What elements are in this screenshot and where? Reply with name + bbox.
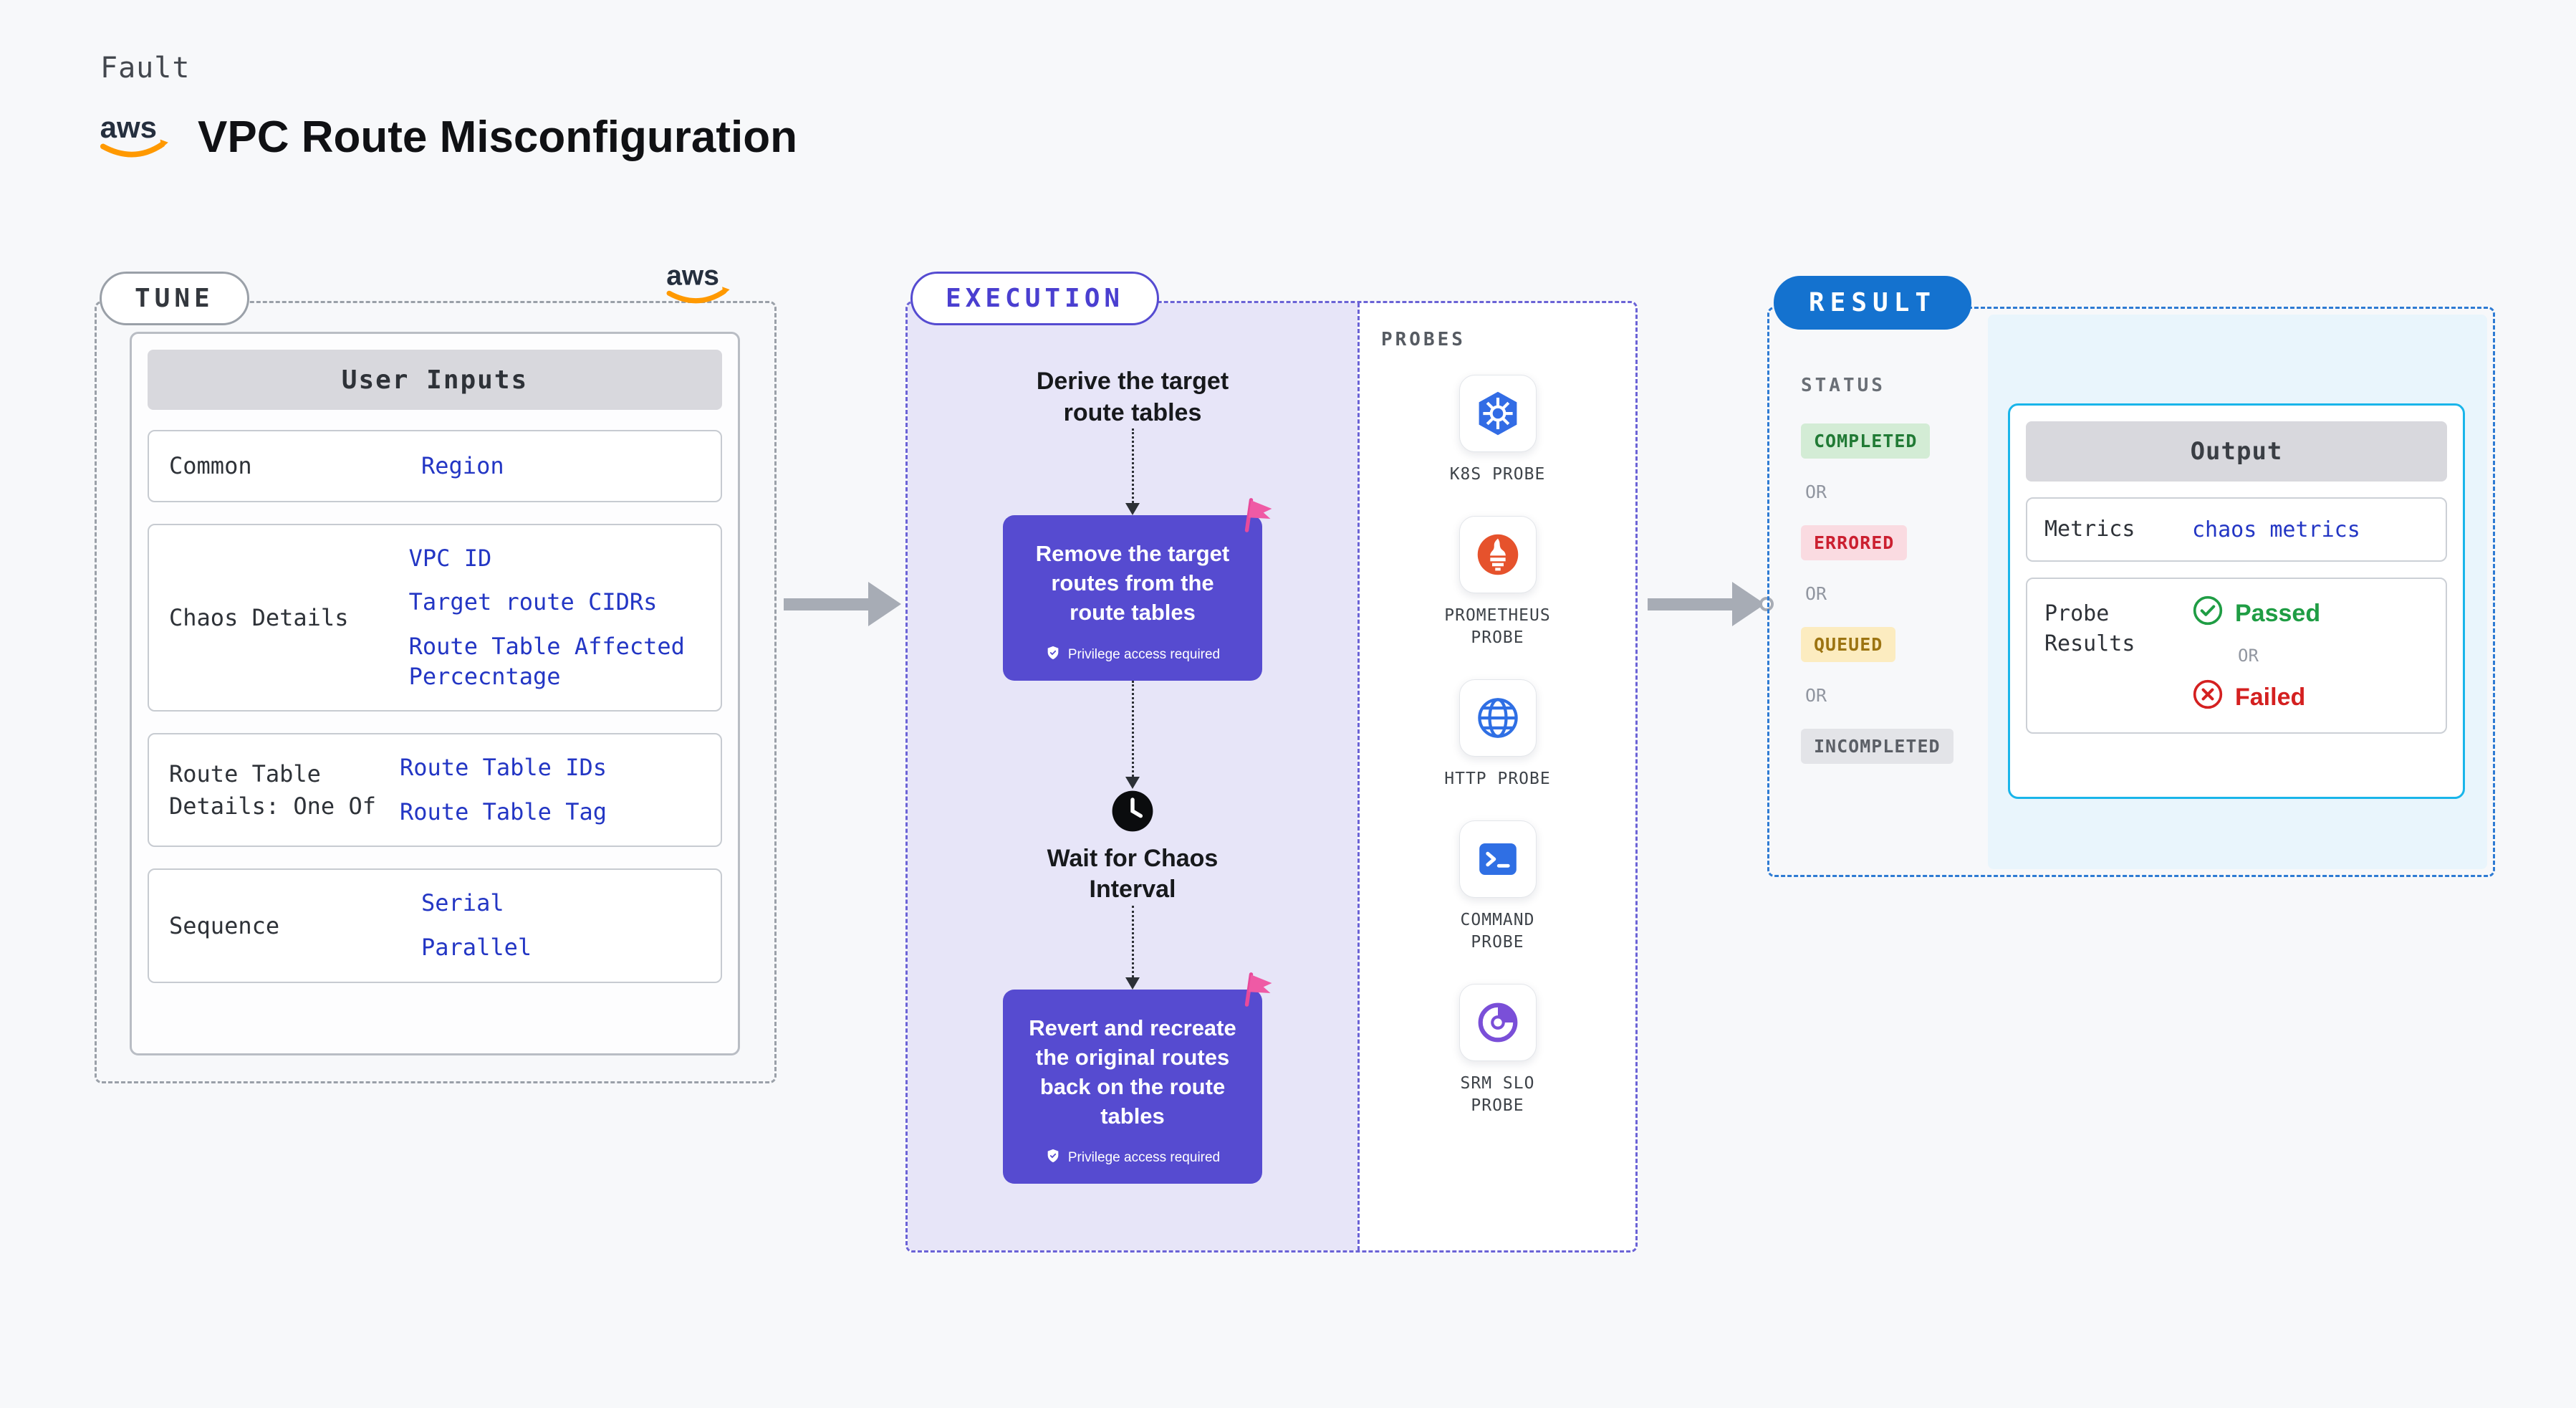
- x-circle-icon: [2192, 679, 2224, 717]
- action-text: Remove the target routes from the route …: [1035, 541, 1230, 625]
- status-badge: ERRORED: [1801, 525, 1908, 560]
- action-text: Revert and recreate the original routes …: [1029, 1015, 1236, 1129]
- row-label: Common: [169, 452, 252, 479]
- srm-slo-gauge-icon: [1458, 984, 1537, 1062]
- status-column: STATUS COMPLETED OR ERRORED OR QUEUED OR…: [1801, 375, 1953, 764]
- row-value: VPC ID: [408, 544, 492, 572]
- wait-clock-icon: [1110, 789, 1155, 833]
- derive-step-text: Derive the target route tables: [1036, 368, 1229, 426]
- shield-icon: [1045, 645, 1061, 665]
- table-row: Sequence Serial Parallel: [148, 868, 722, 983]
- execution-pill: EXECUTION: [910, 272, 1160, 325]
- row-value: Region: [421, 451, 504, 479]
- check-circle-icon: [2192, 595, 2224, 633]
- output-panel: Output Metrics chaos metrics Probe Resul…: [1988, 315, 2487, 869]
- table-row: Common Region: [148, 430, 722, 502]
- tune-section: TUNE aws User Inputs Common Region Chaos…: [95, 261, 777, 1083]
- flow-connector-icon: [1125, 680, 1140, 789]
- or-text: OR: [2238, 646, 2259, 666]
- aws-logo-icon: aws: [96, 109, 176, 165]
- probe-name: PROMETHEUS PROBE: [1444, 606, 1551, 648]
- remove-routes-action-card: Remove the target routes from the route …: [1003, 498, 1272, 681]
- row-label: Route Table Details: One Of: [169, 760, 376, 820]
- svg-text:aws: aws: [666, 261, 719, 292]
- probe-name: K8S PROBE: [1449, 465, 1546, 484]
- row-value: Route Table IDs: [400, 754, 607, 782]
- page-title: VPC Route Misconfiguration: [198, 112, 797, 162]
- aws-logo-icon: aws: [663, 259, 737, 310]
- probes-label: PROBES: [1381, 329, 1466, 350]
- probe-results-row: Probe Results Passed OR: [2026, 578, 2447, 734]
- probe-name: HTTP PROBE: [1444, 770, 1551, 789]
- http-globe-icon: [1458, 679, 1537, 757]
- or-text: OR: [1805, 583, 1827, 604]
- table-row: Route Table Details: One Of Route Table …: [148, 733, 722, 848]
- probe-name: COMMAND PROBE: [1460, 911, 1535, 952]
- fault-kicker: Fault: [100, 52, 191, 85]
- status-badge: QUEUED: [1801, 627, 1896, 662]
- result-pill: RESULT: [1774, 276, 1972, 330]
- metrics-label: Metrics: [2044, 517, 2135, 542]
- user-inputs-table: User Inputs Common Region Chaos Details …: [130, 332, 740, 1055]
- passed-line: Passed: [2192, 595, 2320, 633]
- table-row: Chaos Details VPC ID Target route CIDRs …: [148, 523, 722, 712]
- row-value: Serial: [421, 889, 504, 917]
- shield-icon: [1045, 1148, 1061, 1168]
- probes-panel: PROBES K8S PROBE: [1357, 303, 1635, 1250]
- arrow-execution-to-result-icon: [1648, 582, 1765, 626]
- execution-flow: Derive the target route tables Remove th…: [908, 303, 1357, 1250]
- row-label: Chaos Details: [169, 603, 349, 631]
- row-value: Target route CIDRs: [408, 588, 658, 616]
- probe-name: SRM SLO PROBE: [1460, 1074, 1535, 1116]
- passed-text: Passed: [2235, 600, 2321, 627]
- or-text: OR: [1805, 685, 1827, 706]
- probe-results-label: Probe Results: [2044, 601, 2135, 656]
- probe-item: K8S PROBE: [1435, 375, 1561, 486]
- wait-step-text: Wait for Chaos Interval: [1047, 844, 1219, 904]
- metrics-value: chaos metrics: [2192, 517, 2360, 542]
- status-badge: COMPLETED: [1801, 423, 1931, 459]
- or-text: OR: [1805, 482, 1827, 502]
- revert-routes-action-card: Revert and recreate the original routes …: [1003, 972, 1272, 1184]
- aws-logo-text: aws: [100, 110, 157, 144]
- privilege-badge-text: Privilege access required: [1067, 1150, 1221, 1166]
- title-row: aws VPC Route Misconfiguration: [96, 109, 797, 165]
- tune-pill: TUNE: [100, 272, 249, 325]
- failed-line: Failed: [2192, 679, 2320, 717]
- output-header: Output: [2026, 421, 2447, 482]
- row-label: Sequence: [169, 911, 280, 939]
- command-terminal-icon: [1458, 820, 1537, 899]
- probe-item: COMMAND PROBE: [1435, 820, 1561, 954]
- failed-text: Failed: [2235, 684, 2306, 711]
- connector-node-icon: [1759, 597, 1774, 611]
- chaos-flag-icon: [1238, 494, 1282, 541]
- execution-section: EXECUTION Derive the target route tables…: [905, 272, 1638, 1253]
- probe-item: PROMETHEUS PROBE: [1435, 516, 1561, 649]
- privilege-badge: Privilege access required: [1022, 1148, 1244, 1168]
- row-value: Route Table Tag: [400, 798, 607, 825]
- status-label: STATUS: [1801, 375, 1885, 396]
- probe-item: HTTP PROBE: [1435, 679, 1561, 790]
- flow-connector-icon: [1125, 428, 1140, 516]
- row-value: Route Table Affected Percecntage: [408, 632, 685, 690]
- metrics-row: Metrics chaos metrics: [2026, 497, 2447, 562]
- row-value: Parallel: [421, 933, 532, 961]
- privilege-badge: Privilege access required: [1022, 645, 1244, 665]
- kubernetes-icon: [1458, 375, 1537, 452]
- flow-connector-icon: [1125, 905, 1140, 990]
- output-card: Output Metrics chaos metrics Probe Resul…: [2008, 403, 2465, 799]
- result-section: RESULT STATUS COMPLETED OR ERRORED OR QU…: [1767, 276, 2495, 877]
- chaos-flag-icon: [1238, 968, 1282, 1015]
- probe-item: SRM SLO PROBE: [1435, 984, 1561, 1117]
- status-badge: INCOMPLETED: [1801, 729, 1953, 764]
- prometheus-icon: [1458, 516, 1537, 594]
- arrow-tune-to-execution-icon: [784, 582, 901, 626]
- user-inputs-header: User Inputs: [148, 350, 722, 410]
- privilege-badge-text: Privilege access required: [1067, 646, 1221, 662]
